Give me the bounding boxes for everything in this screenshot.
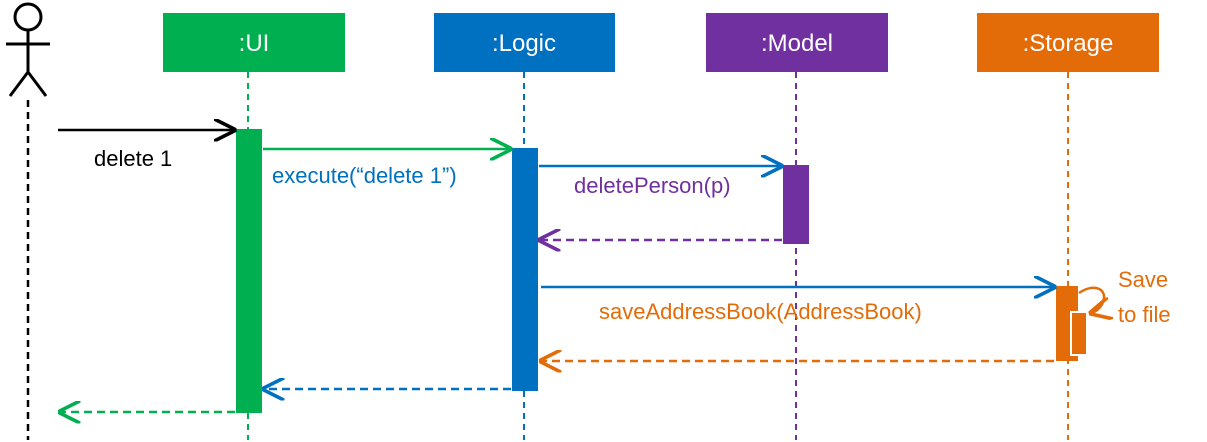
delete-command-label: delete 1 — [94, 146, 172, 171]
save-address-book-label: saveAddressBook(AddressBook) — [599, 299, 922, 324]
save-to-file-label-line1: Save — [1118, 267, 1168, 292]
participant-logic-label: :Logic — [492, 30, 556, 57]
delete-person-label: deletePerson(p) — [574, 173, 731, 198]
participant-storage: :Storage — [977, 13, 1159, 72]
participant-model-label: :Model — [761, 30, 833, 57]
participant-storage-label: :Storage — [1023, 30, 1114, 57]
actor-left-leg — [8, 71, 30, 97]
participant-storage-box — [977, 13, 1159, 72]
actor-head — [13, 2, 43, 32]
participant-ui-box — [163, 13, 345, 72]
participant-model: :Model — [706, 13, 888, 72]
participant-logic-box — [434, 13, 615, 72]
participant-model-box — [706, 13, 888, 72]
participant-ui: :UI — [163, 13, 345, 72]
execute-label: execute(“delete 1”) — [272, 163, 457, 188]
participant-ui-label: :UI — [239, 30, 270, 57]
participant-logic: :Logic — [434, 13, 615, 72]
model-activation-bar — [783, 165, 809, 244]
actor-figure — [6, 2, 50, 97]
save-to-file-label-line2: to file — [1118, 302, 1171, 327]
ui-activation-bar — [236, 129, 262, 413]
logic-activation-bar — [512, 148, 538, 391]
storage-nested-activation-bar — [1070, 311, 1088, 356]
actor-right-leg — [26, 71, 48, 97]
save-to-file-self-arrow — [1078, 286, 1104, 313]
